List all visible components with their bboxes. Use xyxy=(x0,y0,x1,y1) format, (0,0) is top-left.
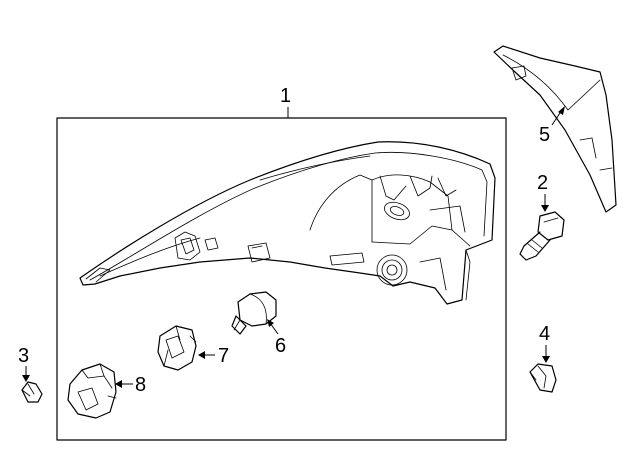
clip-3 xyxy=(21,381,43,403)
trim-panel xyxy=(493,45,617,213)
callout-2-arrowhead xyxy=(541,205,549,212)
clip-4 xyxy=(529,363,557,393)
socket-8 xyxy=(67,363,117,419)
callout-5-arrowhead xyxy=(558,106,565,115)
bulb xyxy=(231,291,277,335)
callout-7-label: 7 xyxy=(218,345,229,367)
callout-4-label: 4 xyxy=(539,323,550,345)
callout-3-label: 3 xyxy=(18,345,29,367)
callout-5-label: 5 xyxy=(539,124,550,146)
callout-1-label: 1 xyxy=(280,85,291,107)
callout-8-label: 8 xyxy=(135,374,146,396)
callout-6-arrowhead xyxy=(267,319,274,327)
callout-2-label: 2 xyxy=(537,172,548,194)
callout-6-label: 6 xyxy=(275,335,286,357)
callout-8-arrowhead xyxy=(115,380,122,388)
callout-4-arrowhead xyxy=(542,356,550,363)
tail-lamp-assembly xyxy=(79,141,496,305)
socket xyxy=(157,325,197,371)
callout-3-arrowhead xyxy=(22,375,30,382)
bolt xyxy=(519,211,565,261)
assembly-frame xyxy=(56,117,507,441)
callout-7-arrowhead xyxy=(198,351,205,359)
